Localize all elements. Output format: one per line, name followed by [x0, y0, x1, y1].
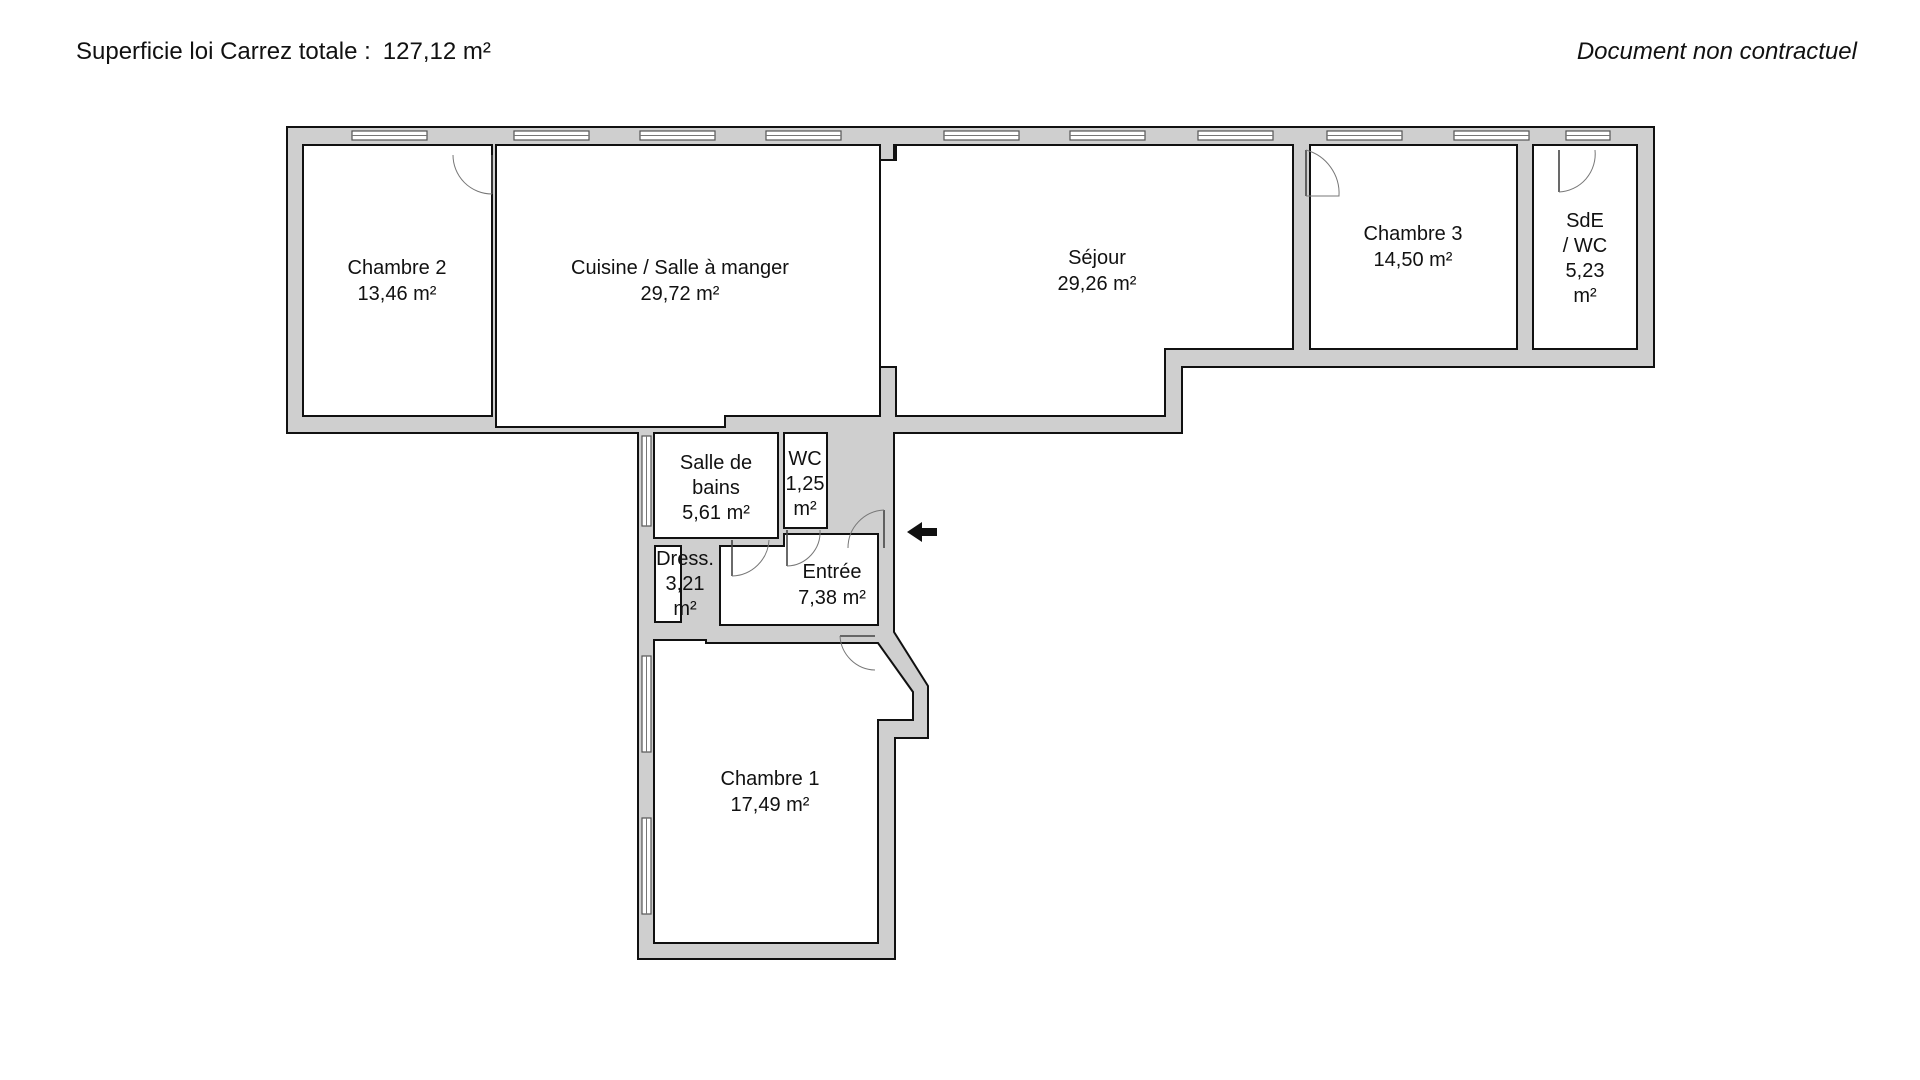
entree-name: Entrée [803, 561, 862, 583]
window [513, 130, 590, 141]
entree-area: 7,38 m² [798, 587, 866, 609]
wc-line-3: m² [793, 498, 817, 520]
door-chambre-2 [452, 154, 493, 195]
sdb-line-2: bains [692, 477, 740, 499]
chambre-3-area: 14,50 m² [1374, 249, 1453, 271]
doors [452, 149, 1596, 671]
sejour-area: 29,26 m² [1058, 273, 1137, 295]
sde-line-2: / WC [1563, 235, 1607, 257]
dress-line-3: m² [673, 598, 697, 620]
window [639, 130, 716, 141]
room-chambre-3 [1309, 144, 1518, 350]
room-dressing [654, 545, 682, 623]
sde-line-3: 5,23 [1566, 260, 1605, 282]
window [351, 130, 428, 141]
window [1453, 130, 1530, 141]
total-area-label: Superficie loi Carrez totale : [76, 38, 371, 65]
window [641, 817, 652, 915]
cuisine-area: 29,72 m² [641, 283, 720, 305]
room-entree [719, 533, 879, 626]
room-chambre-2 [302, 144, 493, 417]
entrance-arrow-icon [907, 522, 937, 542]
wc-line-2: 1,25 [786, 473, 825, 495]
door-wc [786, 529, 821, 567]
total-area-value: 127,12 m² [382, 38, 491, 65]
chambre-1-name: Chambre 1 [721, 768, 820, 790]
window [641, 435, 652, 527]
sde-line-4: m² [1573, 285, 1597, 307]
sejour-name: Séjour [1068, 247, 1126, 269]
room-sde-wc [1532, 144, 1638, 350]
window [765, 130, 842, 141]
chambre-1-area: 17,49 m² [731, 794, 810, 816]
rooms [302, 144, 1638, 944]
door-sde [1558, 149, 1596, 193]
door-salle-de-bains [731, 539, 770, 577]
sdb-line-1: Salle de [680, 452, 752, 474]
sde-line-1: SdE [1566, 210, 1604, 232]
door-chambre-1 [839, 635, 876, 671]
chambre-2-name: Chambre 2 [348, 257, 447, 279]
window [1197, 130, 1274, 141]
window [943, 130, 1020, 141]
total-area: Superficie loi Carrez totale : 127,12 m² [76, 38, 491, 66]
cuisine-name: Cuisine / Salle à manger [571, 257, 789, 279]
door-chambre-3 [1305, 149, 1340, 197]
window [1069, 130, 1146, 141]
window [1326, 130, 1403, 141]
chambre-2-area: 13,46 m² [358, 283, 437, 305]
dress-line-2: 3,21 [666, 573, 705, 595]
sdb-area: 5,61 m² [682, 502, 750, 524]
room-labels: Chambre 2 13,46 m² Cuisine / Salle à man… [348, 210, 1608, 816]
wc-line-1: WC [788, 448, 821, 470]
room-chambre-1 [653, 639, 914, 944]
room-salle-de-bains [653, 432, 779, 539]
dress-line-1: Dress. [656, 548, 714, 570]
window [641, 655, 652, 753]
room-wc [783, 432, 828, 529]
disclaimer: Document non contractuel [1576, 38, 1857, 65]
room-sejour [879, 144, 1294, 417]
window [1565, 130, 1611, 141]
chambre-3-name: Chambre 3 [1364, 223, 1463, 245]
windows [351, 130, 1611, 915]
door-entrance [847, 509, 885, 549]
